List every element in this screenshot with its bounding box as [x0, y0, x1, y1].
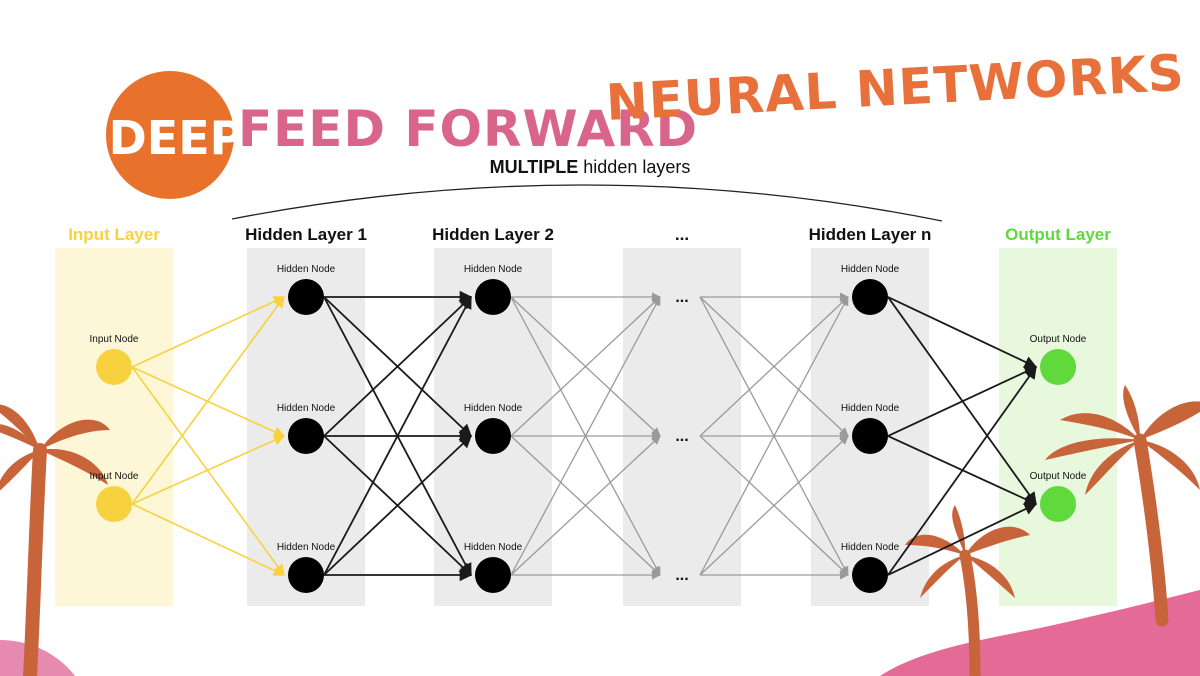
- node-h1-2: [288, 557, 324, 593]
- edge-h1-1-to-h2-0: [323, 296, 472, 437]
- node-output-0: [1040, 349, 1076, 385]
- node-hn-1: [852, 418, 888, 454]
- node-hn-2: [852, 557, 888, 593]
- edge-dots-1-to-hn-0: [699, 296, 849, 437]
- palm-tree-right: [1045, 385, 1200, 627]
- header-dots: ...: [675, 225, 689, 244]
- node-h2-0: [475, 279, 511, 315]
- header-h1: Hidden Layer 1: [245, 225, 367, 244]
- edge-hn-2-to-output-1: [887, 503, 1038, 576]
- node-label-h2-2: Hidden Node: [464, 542, 523, 553]
- subtitle-bold: MULTIPLE: [490, 157, 579, 177]
- node-label-h1-0: Hidden Node: [277, 264, 336, 275]
- edge-h1-2-to-h2-1: [323, 435, 472, 576]
- node-label-hn-2: Hidden Node: [841, 542, 900, 553]
- node-label-h2-1: Hidden Node: [464, 403, 523, 414]
- node-label-h2-0: Hidden Node: [464, 264, 523, 275]
- subtitle-rest: hidden layers: [578, 157, 690, 177]
- pink-hill-right: [880, 590, 1200, 676]
- ellipsis-node-2: ...: [675, 567, 688, 584]
- subtitle: MULTIPLE hidden layers: [490, 157, 691, 177]
- layer-headers: Input Layer Hidden Layer 1 Hidden Layer 2.…: [68, 225, 1111, 244]
- node-h2-1: [475, 418, 511, 454]
- connections: [131, 290, 1038, 582]
- ellipsis-bg: [670, 426, 694, 444]
- header-hn: Hidden Layer n: [809, 225, 932, 244]
- edge-hn-2-to-output-0: [887, 365, 1037, 576]
- edge-hn-0-to-output-0: [887, 296, 1038, 368]
- edge-input-0-to-h1-0: [131, 296, 286, 368]
- node-h2-2: [475, 557, 511, 593]
- title-part2: NEURAL NETWORKS: [605, 44, 1186, 132]
- node-h1-0: [288, 279, 324, 315]
- edge-input-1-to-h1-0: [131, 296, 285, 505]
- header-h2: Hidden Layer 2: [432, 225, 554, 244]
- node-input-0: [96, 349, 132, 385]
- node-label-hn-1: Hidden Node: [841, 403, 900, 414]
- hidden-layers-arc: [231, 184, 943, 222]
- edge-h1-2-to-h2-0: [323, 295, 472, 576]
- palm-tree-small: [905, 505, 1030, 676]
- header-output: Output Layer: [1005, 225, 1111, 244]
- title-badge-text: DEEP: [109, 111, 244, 165]
- node-hn-0: [852, 279, 888, 315]
- title-part1: FEED FORWARD: [238, 100, 698, 158]
- node-label-h1-1: Hidden Node: [277, 403, 336, 414]
- edge-input-1-to-h1-2: [131, 503, 286, 576]
- edge-input-0-to-h1-2: [131, 366, 285, 576]
- ellipsis-bg: [670, 565, 694, 583]
- node-label-input-0: Input Node: [90, 334, 139, 345]
- node-label-h1-2: Hidden Node: [277, 542, 336, 553]
- header-input: Input Layer: [68, 225, 160, 244]
- edge-h2-2-to-dots-1: [510, 435, 661, 576]
- ellipsis-node-1: ...: [675, 428, 688, 445]
- node-label-hn-0: Hidden Node: [841, 264, 900, 275]
- edge-input-1-to-h1-1: [131, 435, 286, 505]
- edge-hn-0-to-output-1: [887, 296, 1037, 506]
- node-input-1: [96, 486, 132, 522]
- node-output-1: [1040, 486, 1076, 522]
- edge-dots-2-to-hn-0: [699, 296, 849, 576]
- palm-tree-left: [0, 404, 110, 676]
- node-label-output-0: Output Node: [1030, 334, 1087, 345]
- node-label-output-1: Output Node: [1030, 471, 1087, 482]
- edge-hn-1-to-output-0: [887, 366, 1038, 437]
- ellipsis-bg: [670, 287, 694, 305]
- edge-h2-1-to-dots-0: [510, 296, 661, 437]
- edge-h2-2-to-dots-0: [510, 296, 661, 576]
- node-h1-1: [288, 418, 324, 454]
- ellipsis-node-0: ...: [675, 289, 688, 306]
- title-badge: [106, 71, 234, 199]
- edge-dots-2-to-hn-1: [699, 435, 849, 576]
- node-label-input-1: Input Node: [90, 471, 139, 482]
